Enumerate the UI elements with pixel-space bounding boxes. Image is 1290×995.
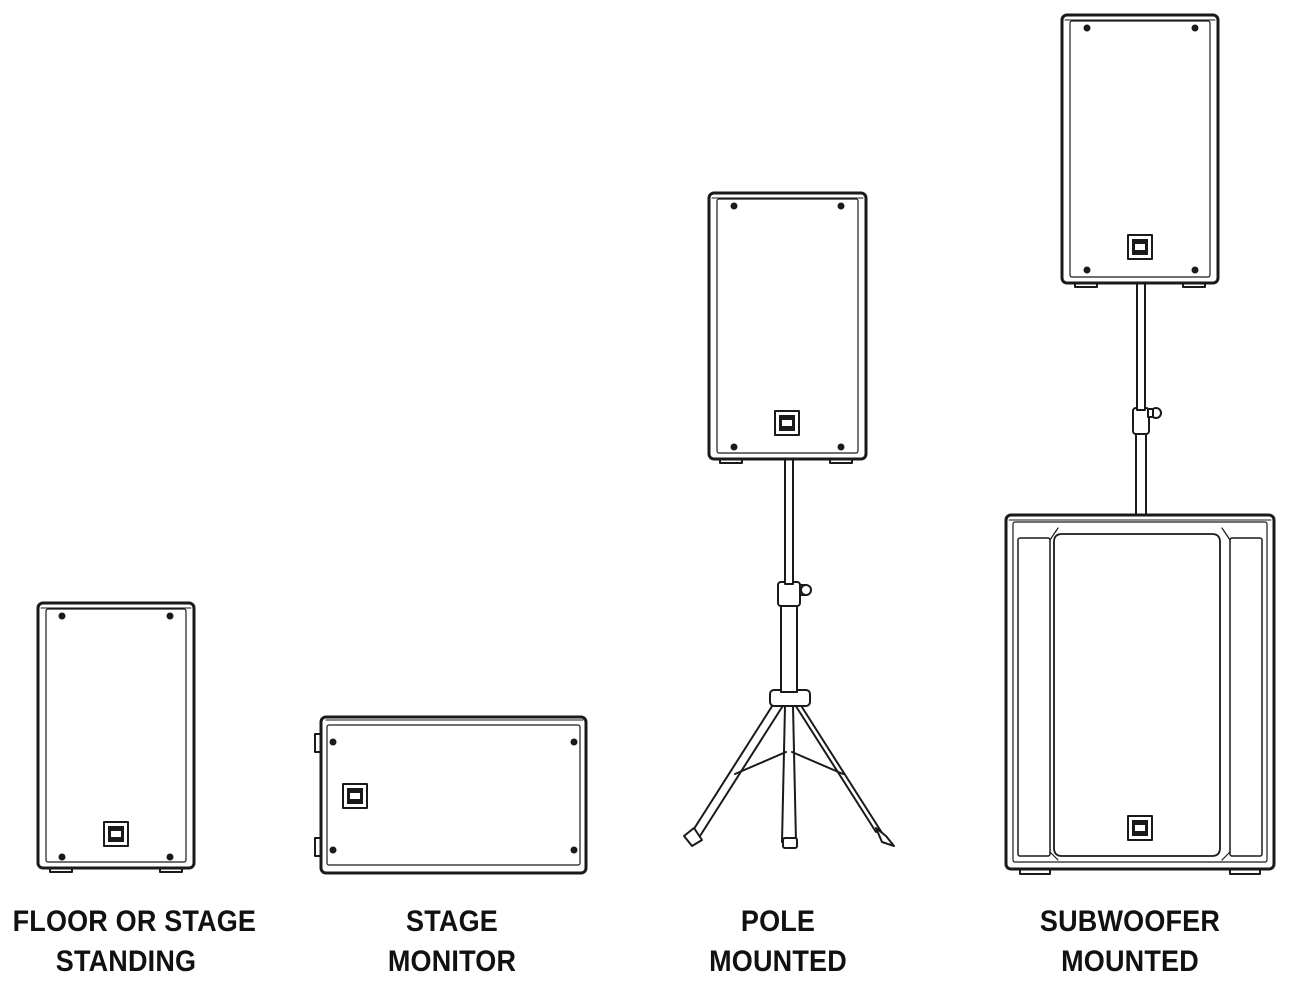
tripod-stand (683, 457, 895, 849)
subwoofer-mounted-caption: SUBWOOFER MOUNTED (1013, 902, 1247, 982)
caption-line-2: STANDING (55, 945, 197, 978)
stage-monitor-caption: STAGE MONITOR (342, 902, 562, 982)
caption-line-1: SUBWOOFER (1039, 905, 1221, 938)
caption-line-2: MOUNTED (709, 945, 847, 978)
corner-screw-icon (1083, 24, 1199, 274)
subwoofer-cabinet (1004, 513, 1276, 875)
caption-line-1: FLOOR OR STAGE (12, 905, 257, 938)
mounting-pole (1132, 281, 1162, 517)
caption-line-1: POLE (740, 905, 816, 938)
caption-line-1: STAGE (406, 905, 498, 938)
stage-monitor-speaker (314, 715, 588, 875)
corner-screw-icon (730, 202, 845, 451)
speaker-logo-icon (774, 410, 800, 436)
floor-standing-speaker (36, 601, 196, 873)
caption-line-2: MOUNTED (1061, 945, 1199, 978)
speaker-logo-icon (103, 821, 129, 847)
caption-line-2: MONITOR (387, 945, 517, 978)
corner-screw-icon (329, 738, 578, 854)
speaker-logo-icon (342, 783, 368, 809)
pole-mounted-caption: POLE MOUNTED (674, 902, 883, 982)
floor-standing-caption: FLOOR OR STAGE STANDING (12, 902, 257, 982)
speaker-logo-icon (1127, 234, 1153, 260)
speaker-logo-icon (1127, 815, 1153, 841)
subwoofer-mounted-speaker (1004, 13, 1276, 875)
pole-mounted-speaker (683, 191, 895, 849)
corner-screw-icon (58, 612, 174, 861)
